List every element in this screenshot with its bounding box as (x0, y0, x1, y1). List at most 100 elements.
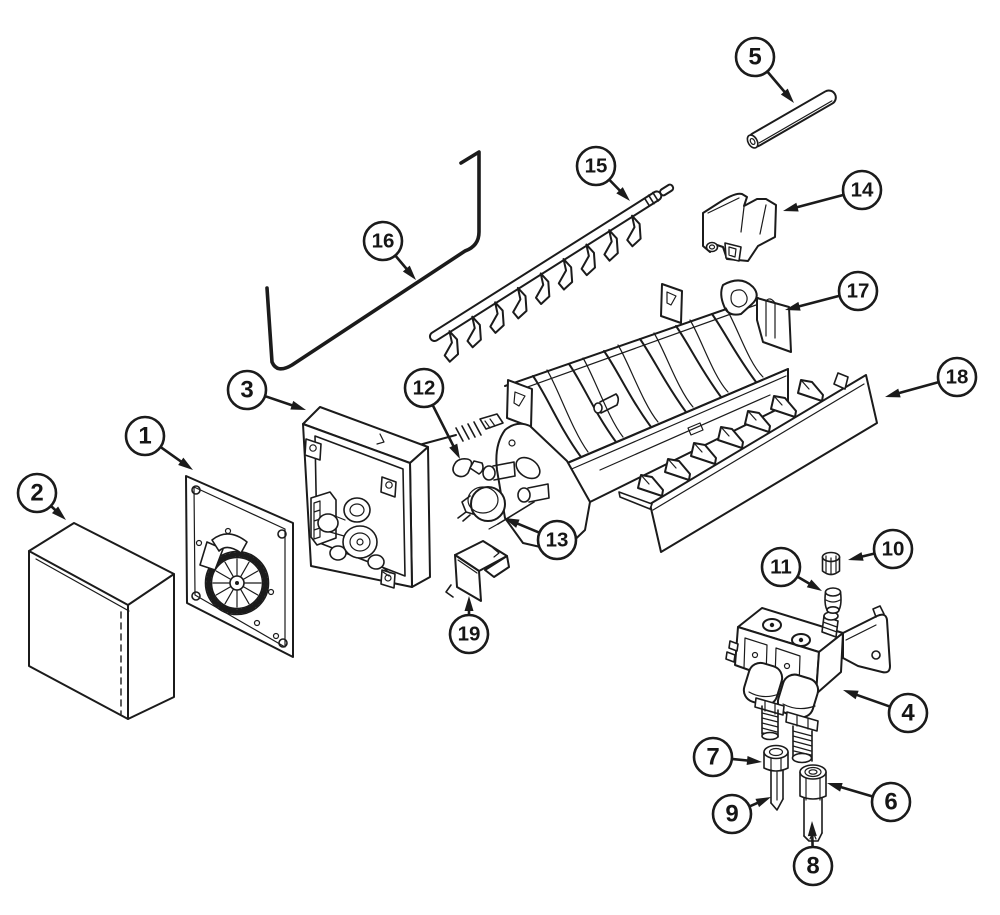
callout-circle[interactable] (536, 519, 578, 561)
callout-arrowhead (827, 782, 843, 792)
callout-arrow-line (766, 70, 789, 96)
callout-circle[interactable] (362, 220, 404, 262)
callout-number: 13 (546, 529, 569, 552)
callout-9[interactable]: 9 (711, 793, 771, 835)
callout-arrowhead (290, 400, 306, 410)
callout-19[interactable]: 19 (448, 596, 490, 655)
small-fitting-and-tube (763, 744, 789, 811)
callout-7[interactable]: 7 (692, 736, 762, 778)
callout-arrowhead (783, 202, 799, 212)
callout-arrow-line (836, 784, 874, 798)
callout-14[interactable]: 14 (783, 169, 883, 212)
callout-arrowhead (504, 518, 520, 528)
callout-4[interactable]: 4 (843, 690, 929, 734)
callout-3[interactable]: 3 (226, 369, 306, 411)
callout-circle[interactable] (792, 845, 834, 887)
callout-number: 12 (413, 377, 436, 400)
callout-arrowhead (848, 552, 864, 561)
callout-arrow-line (852, 692, 891, 708)
valve-nut (821, 551, 841, 576)
callout-arrowhead (616, 187, 630, 201)
callout-circle[interactable] (124, 415, 166, 457)
callout-circle[interactable] (936, 356, 978, 398)
callout-number: 11 (770, 556, 792, 579)
callout-arrowhead (178, 457, 193, 470)
callout-number: 2 (30, 480, 43, 507)
cover-box (28, 522, 175, 720)
large-fitting-and-tube (799, 764, 827, 842)
callout-circle[interactable] (448, 613, 490, 655)
callout-number: 3 (240, 377, 253, 404)
callout-arrowhead (806, 579, 822, 591)
callout-number: 14 (851, 179, 874, 202)
callout-circle[interactable] (692, 736, 734, 778)
callout-arrow-line (794, 294, 840, 309)
callout-number: 18 (946, 366, 969, 389)
callout-arrow-line (512, 520, 540, 534)
callout-arrowhead (807, 821, 817, 837)
callout-number: 10 (882, 538, 905, 561)
callout-10[interactable]: 10 (848, 528, 914, 570)
callout-12[interactable]: 12 (403, 367, 460, 459)
callout-16[interactable]: 16 (362, 220, 416, 280)
callout-arrow-line (431, 404, 457, 451)
valve-grommet (824, 587, 842, 614)
fill-tube-wire (265, 150, 481, 371)
callout-number: 6 (884, 789, 897, 816)
retaining-clip (452, 458, 484, 478)
callout-circle[interactable] (734, 36, 776, 78)
water-valve-assembly (725, 605, 891, 764)
ice-stripper (618, 372, 878, 553)
callout-number: 19 (458, 623, 481, 646)
inlet-tube (746, 89, 837, 149)
module-housing (302, 406, 431, 589)
callout-arrowhead (402, 265, 416, 280)
callout-arrow-line (792, 193, 844, 210)
callout-8[interactable]: 8 (792, 821, 834, 887)
callout-arrowhead (464, 596, 474, 611)
callout-15[interactable]: 15 (575, 145, 630, 201)
ice-ejector-rake (428, 183, 675, 364)
callout-2[interactable]: 2 (16, 472, 66, 520)
support-bracket (702, 192, 777, 262)
callout-circle[interactable] (575, 145, 617, 187)
callout-circle[interactable] (226, 369, 268, 411)
shield-bracket (445, 540, 510, 602)
callout-number: 1 (138, 423, 151, 450)
callout-1[interactable]: 1 (124, 415, 193, 470)
callout-arrowhead (785, 301, 801, 311)
callout-circle[interactable] (760, 546, 802, 588)
callout-arrowhead (843, 690, 859, 700)
callout-number: 16 (372, 230, 395, 253)
support-plate-gear (185, 475, 294, 658)
callout-circle[interactable] (711, 793, 753, 835)
callout-5[interactable]: 5 (734, 36, 794, 103)
callout-6[interactable]: 6 (827, 781, 912, 823)
callout-circle[interactable] (887, 692, 929, 734)
thermostat (457, 486, 506, 522)
callout-circle[interactable] (872, 528, 914, 570)
callout-number: 5 (748, 44, 761, 71)
callout-circle[interactable] (837, 270, 879, 312)
callout-number: 9 (725, 801, 738, 828)
callout-arrowhead (51, 506, 66, 520)
callout-arrowhead (755, 797, 771, 808)
callout-arrow-line (894, 381, 940, 396)
callout-circle[interactable] (403, 367, 445, 409)
callout-number: 7 (706, 744, 719, 771)
callout-arrowhead (746, 756, 762, 765)
callout-arrowhead (885, 388, 901, 398)
callout-circle[interactable] (16, 472, 58, 514)
callout-11[interactable]: 11 (760, 546, 822, 591)
callout-17[interactable]: 17 (785, 270, 879, 312)
callout-13[interactable]: 13 (504, 518, 578, 561)
callout-arrow-line (160, 446, 186, 465)
callout-circle[interactable] (870, 781, 912, 823)
mold-and-auger-assembly (418, 279, 792, 553)
callout-circle[interactable] (841, 169, 883, 211)
callout-number: 4 (901, 700, 915, 727)
callout-18[interactable]: 18 (885, 356, 978, 398)
